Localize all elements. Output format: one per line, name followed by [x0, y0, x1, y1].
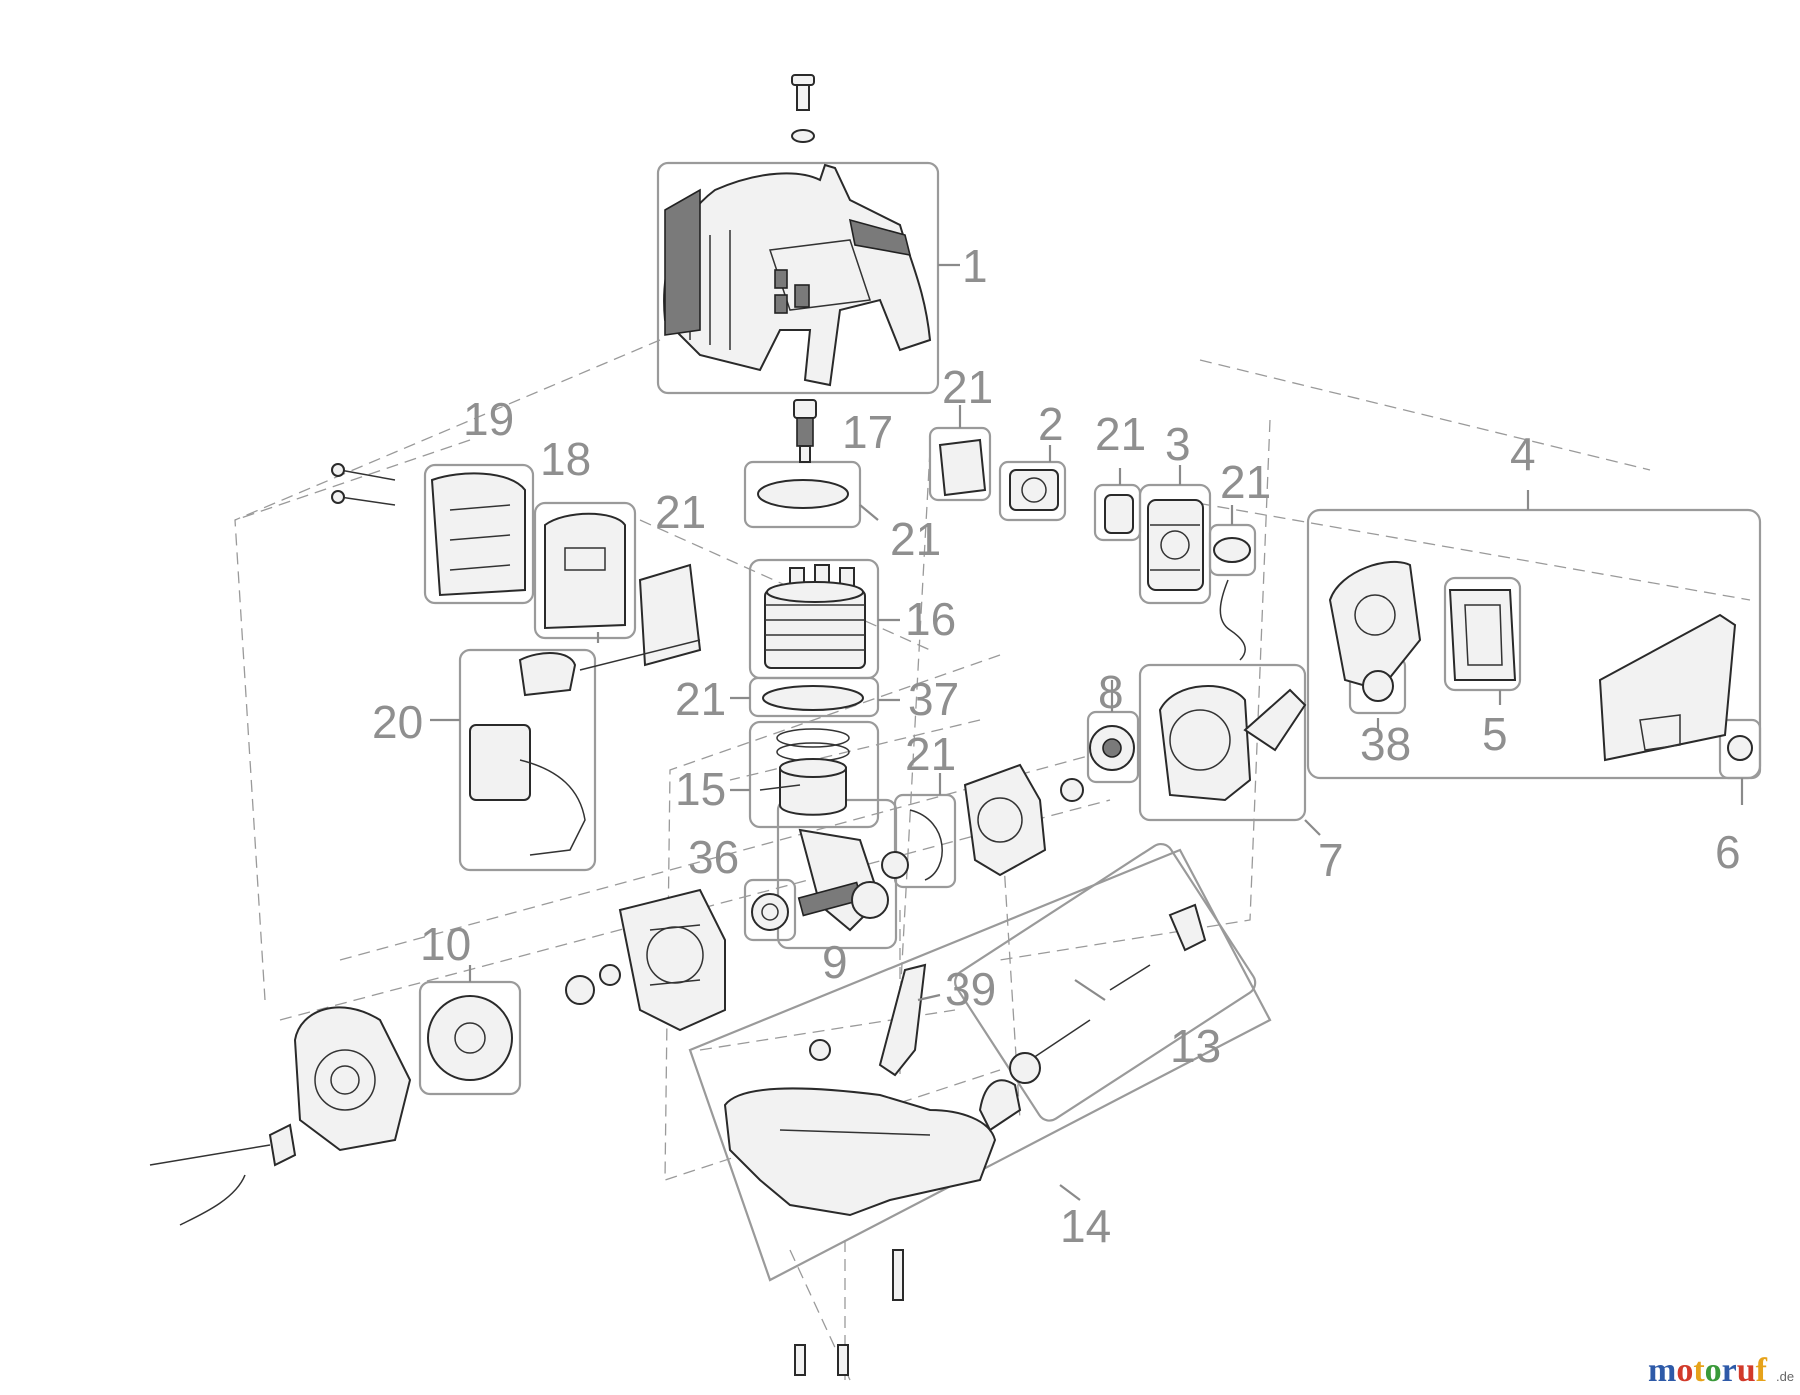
wm-letter-m: m	[1648, 1352, 1676, 1389]
box-part-14	[688, 848, 1272, 1282]
label-36: 36	[688, 831, 739, 883]
label-21-muffler: 21	[655, 486, 706, 538]
muffler-cover	[430, 472, 526, 597]
label-21-mid: 21	[1095, 408, 1146, 460]
label-5: 5	[1482, 708, 1508, 760]
filter-gasket	[1213, 537, 1251, 563]
box-part-4	[1306, 508, 1762, 780]
label-1: 1	[962, 240, 988, 292]
box-part-7	[1138, 663, 1307, 822]
label-21-crank: 21	[905, 728, 956, 780]
crankshaft	[797, 828, 889, 932]
filter-screw-6	[1727, 735, 1753, 761]
label-17: 17	[842, 406, 893, 458]
label-6: 6	[1715, 826, 1741, 878]
ignition-coil	[469, 652, 586, 856]
box-part-21-crank	[893, 793, 957, 889]
part-labels: 1 2 3 4 5 6 7 8 9 10 13 14 15 16 17 18 1…	[372, 240, 1741, 1252]
long-bolts	[331, 463, 396, 506]
air-filter-cover	[1598, 613, 1737, 762]
fuel-line	[1219, 579, 1246, 661]
bottom-screws	[794, 1249, 904, 1376]
label-21-top: 21	[942, 361, 993, 413]
carburetor	[1147, 499, 1204, 591]
fuel-tank	[723, 1079, 1022, 1217]
label-37: 37	[908, 673, 959, 725]
engine-cover	[663, 163, 932, 387]
fan-housing	[1158, 685, 1307, 802]
label-14: 14	[1060, 1200, 1111, 1252]
wm-letter-t: t	[1693, 1352, 1705, 1389]
flywheel	[427, 995, 513, 1081]
watermark-tld: .de	[1776, 1369, 1794, 1384]
box-part-19	[423, 463, 535, 605]
spark-plug	[793, 399, 817, 463]
carb-gasket	[1104, 494, 1134, 534]
crankcase-right	[963, 763, 1047, 877]
label-20: 20	[372, 696, 423, 748]
label-19: 19	[463, 393, 514, 445]
label-9: 9	[822, 936, 848, 988]
group-boxes	[418, 161, 1762, 1282]
label-39: 39	[945, 963, 996, 1015]
bracket-bolt	[809, 1039, 831, 1061]
head-gasket	[757, 479, 849, 509]
label-21-base: 21	[675, 673, 726, 725]
fuel-cap-assembly	[1009, 903, 1207, 1084]
label-13: 13	[1170, 1020, 1221, 1072]
label-21-head: 21	[890, 513, 941, 565]
box-part-36	[743, 878, 797, 942]
label-15: 15	[675, 763, 726, 815]
oil-seal	[565, 975, 595, 1005]
box-part-20	[458, 648, 597, 872]
wm-letter-o2: o	[1705, 1352, 1722, 1389]
starter-housing	[293, 1006, 412, 1152]
box-part-5	[1443, 576, 1522, 692]
base-gasket	[762, 685, 864, 711]
box-part-18	[533, 501, 637, 640]
label-38: 38	[1360, 718, 1411, 770]
filter-knob-38	[1362, 670, 1394, 702]
crank-circlip	[909, 809, 943, 881]
label-18: 18	[540, 433, 591, 485]
wm-letter-r: r	[1722, 1352, 1737, 1389]
wm-letter-f: f	[1756, 1352, 1768, 1389]
cylinder	[764, 564, 866, 669]
starter-handle	[149, 1123, 297, 1226]
label-8: 8	[1098, 666, 1124, 718]
box-part-6	[1718, 718, 1762, 780]
box-part-1	[656, 161, 940, 395]
wm-letter-o1: o	[1676, 1352, 1693, 1389]
leader-lines	[430, 263, 1744, 1201]
clutch	[1089, 725, 1135, 771]
label-21-right: 21	[1220, 456, 1271, 508]
bearing-36	[751, 893, 789, 931]
muffler	[544, 512, 626, 630]
label-2: 2	[1038, 398, 1064, 450]
intake-gasket	[938, 438, 987, 497]
box-part-15	[748, 720, 880, 829]
air-filter-element	[1448, 589, 1517, 681]
washer	[599, 964, 621, 986]
label-10: 10	[420, 918, 471, 970]
bearing-right	[881, 851, 909, 879]
wm-letter-u: u	[1737, 1352, 1756, 1389]
watermark-brand: motoruf	[1648, 1352, 1768, 1389]
label-16: 16	[905, 593, 956, 645]
crankcase-left	[618, 888, 726, 1032]
piston	[759, 728, 850, 816]
watermark-logo: motoruf .de	[1648, 1352, 1794, 1389]
label-7: 7	[1318, 834, 1344, 886]
label-3: 3	[1165, 418, 1191, 470]
air-filter-base	[1328, 560, 1422, 692]
part-drawings	[149, 74, 1753, 1376]
muffler-gasket	[638, 563, 702, 667]
seal	[1060, 778, 1084, 802]
tank-bracket	[878, 963, 927, 1077]
top-screw	[791, 74, 815, 143]
label-4: 4	[1510, 428, 1536, 480]
box-part-2	[998, 460, 1067, 522]
carb-spacer	[1009, 469, 1059, 511]
